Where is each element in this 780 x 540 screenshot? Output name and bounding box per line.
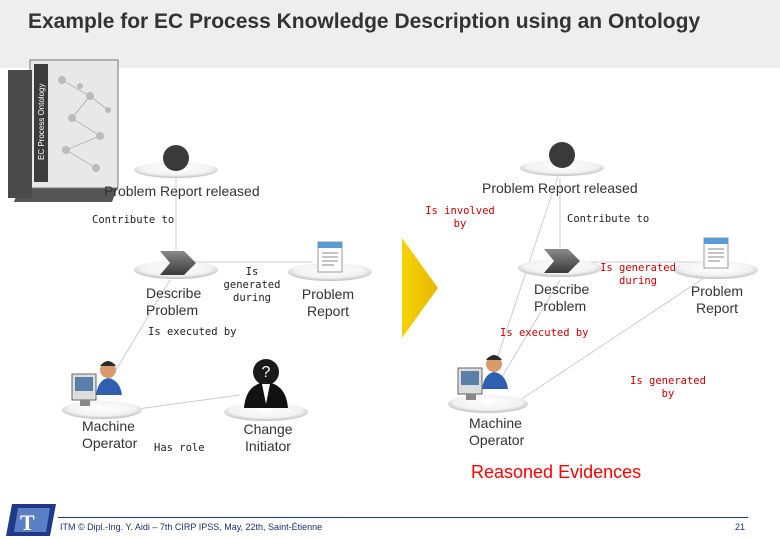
slide-title: Example for EC Process Knowledge Descrip…: [28, 10, 701, 33]
left-actor-label: Machine Operator: [82, 418, 138, 451]
itm-logo: T: [6, 504, 56, 536]
right-rel-is-executed-by: Is executed by: [500, 327, 589, 339]
svg-text:T: T: [20, 510, 35, 535]
left-event-node: [134, 145, 218, 178]
right-operator-icon: [448, 355, 528, 413]
right-rel-is-generated-during: Is generated during: [600, 262, 676, 287]
ontology-book-image: EC Process Ontology: [8, 59, 119, 202]
reasoned-evidences-label: Reasoned Evidences: [471, 462, 642, 482]
right-document-node: [674, 237, 758, 279]
left-role-icon: ?: [224, 359, 308, 421]
right-connectors: [489, 169, 717, 401]
left-rel-has-role: Has role: [154, 442, 205, 454]
left-rel-is-executed-by: Is executed by: [148, 326, 237, 338]
right-rel-is-involved-by: Is involved by: [425, 205, 495, 230]
right-rel-contribute-to: Contribute to: [567, 213, 650, 225]
title-bar: [0, 0, 780, 68]
left-document-label: Problem Report: [301, 286, 355, 319]
left-operator-icon: [62, 361, 142, 419]
right-actor-label: Machine Operator: [469, 415, 525, 448]
left-activity-node: [134, 251, 218, 279]
right-rel-is-generated-by: Is generated by: [630, 375, 706, 400]
left-rel-is-generated-during: Is generated during: [223, 266, 281, 304]
right-document-label: Problem Report: [690, 283, 744, 316]
left-activity-label: Describe Problem: [146, 285, 202, 318]
book-cover-title: EC Process Ontology: [37, 84, 46, 160]
right-activity-label: Describe Problem: [534, 281, 590, 314]
right-activity-node: [518, 249, 602, 277]
left-connectors: [109, 178, 312, 411]
footer-divider: [58, 517, 748, 518]
left-role-label: Change Initiator: [243, 421, 293, 454]
left-rel-contribute-to: Contribute to: [92, 214, 175, 226]
page-number: 21: [735, 522, 746, 532]
transition-arrow: [402, 238, 438, 338]
right-event-node: [520, 142, 604, 176]
left-document-node: [288, 241, 372, 281]
left-event-label: Problem Report released: [104, 183, 260, 199]
right-event-label: Problem Report released: [482, 180, 638, 196]
footer-text: ITM © Dipl.-Ing. Y. Aidi – 7th CIRP IPSS…: [60, 522, 323, 532]
svg-text:?: ?: [262, 364, 271, 381]
